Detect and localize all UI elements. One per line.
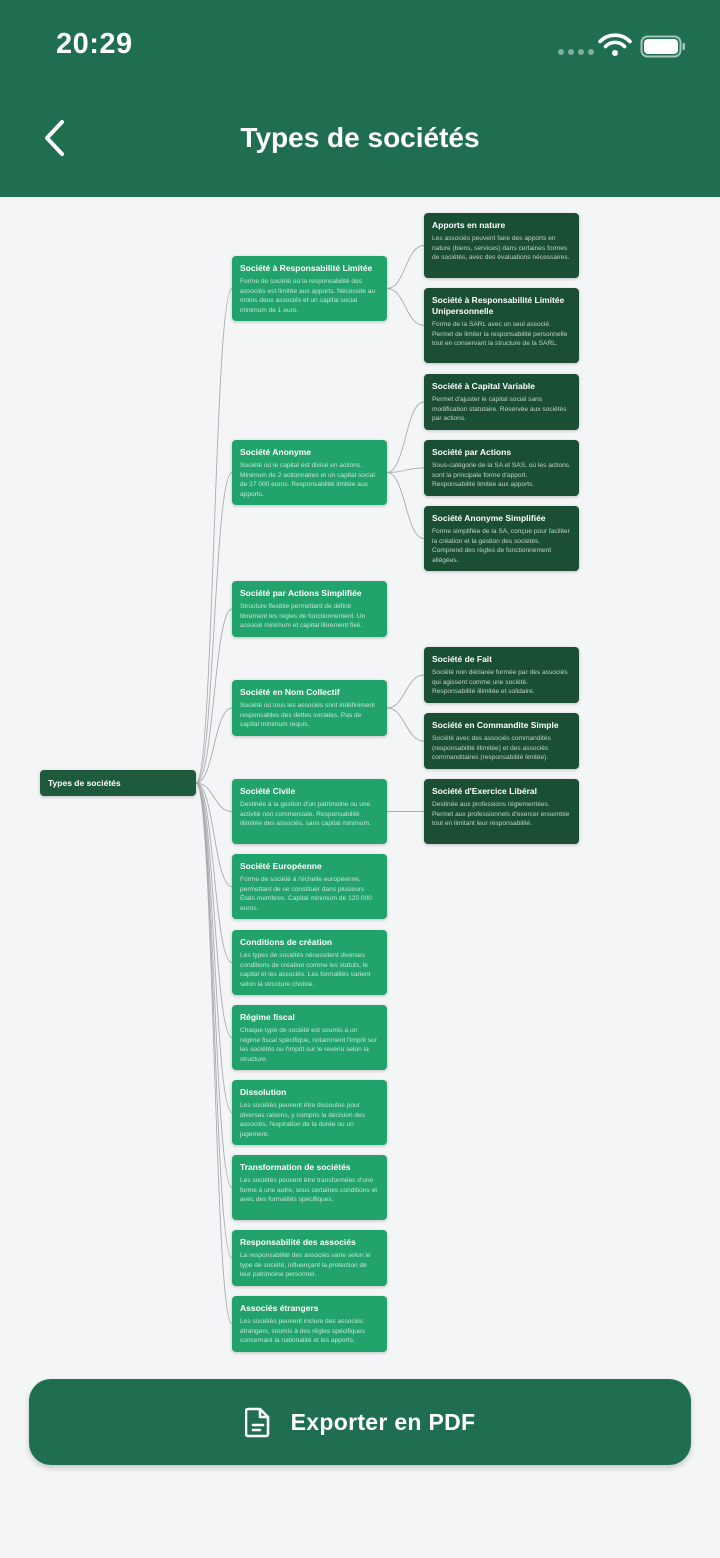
mindmap-subnode[interactable]: Apports en nature Les associés peuvent f… [424,213,579,278]
node-description: Forme de la SARL avec un seul associé. P… [432,321,568,348]
node-title: Société Anonyme Simplifiée [432,513,546,523]
node-title: Société Civile [240,786,296,796]
battery-icon [640,35,685,58]
node-title: Types de sociétés [48,777,121,788]
wifi-icon [598,33,632,56]
node-description: Permet d'ajuster le capital social sans … [432,396,567,423]
mindmap-node[interactable]: Dissolution Les sociétés peuvent être di… [232,1080,387,1145]
node-title: Dissolution [240,1087,287,1097]
node-title: Société à Responsabilité Limitée Unipers… [432,295,565,316]
node-description: Chaque type de société est soumis à un r… [240,1027,377,1063]
connector-line [195,782,233,812]
node-title: Société par Actions Simplifiée [240,588,362,598]
connector-line [195,782,233,1259]
node-title: Associés étrangers [240,1303,319,1313]
connector-line [195,288,233,784]
node-title: Conditions de création [240,937,333,947]
connector-line [195,707,233,784]
node-description: Société non déclarée formée par des asso… [432,669,568,696]
node-title: Société à Capital Variable [432,381,535,391]
mindmap-node[interactable]: Responsabilité des associés La responsab… [232,1230,387,1286]
mindmap-node[interactable]: Société Européenne Forme de société à l'… [232,854,387,919]
node-description: La responsabilité des associés varie sel… [240,1252,371,1279]
mindmap-node[interactable]: Société en Nom Collectif Société où tous… [232,680,387,736]
connector-line [195,782,233,963]
connector-line [386,245,425,289]
connector-line [386,472,425,539]
connector-line [386,467,425,473]
node-description: Société avec des associés commandités (r… [432,735,551,762]
mindmap-node[interactable]: Conditions de création Les types de soci… [232,930,387,995]
export-button-label: Exporter en PDF [290,1408,476,1435]
node-description: Les sociétés peuvent être transformées d… [240,1177,378,1204]
node-description: Destinée à la gestion d'un patrimoine ou… [240,801,371,828]
node-description: Forme de société où la responsabilité de… [240,278,376,314]
node-description: Destinée aux professions réglementées. P… [432,801,570,828]
mindmap-subnode[interactable]: Société en Commandite Simple Société ave… [424,713,579,769]
node-description: Société où le capital est divisé en acti… [240,462,375,498]
mindmap-subnode[interactable]: Société par Actions Sous-catégorie de la… [424,440,579,496]
app-header: 20:29 Types de sociétés [0,0,720,197]
node-title: Société en Commandite Simple [432,720,559,730]
mindmap-node[interactable]: Société Civile Destinée à la gestion d'u… [232,779,387,844]
chevron-left-icon [45,120,64,156]
mindmap-subnode[interactable]: Société de Fait Société non déclarée for… [424,647,579,703]
status-time: 20:29 [56,28,133,60]
node-description: Les sociétés peuvent inclure des associé… [240,1318,365,1345]
mindmap-node[interactable]: Régime fiscal Chaque type de société est… [232,1005,387,1070]
node-description: Forme simplifiée de la SA, conçue pour f… [432,528,570,564]
connector-line [386,288,425,326]
cellular-signal-icon [558,49,594,55]
node-title: Société d'Exercice Libéral [432,786,538,796]
node-description: Société où tous les associés sont indéfi… [240,702,375,729]
mindmap-subnode[interactable]: Société d'Exercice Libéral Destinée aux … [424,779,579,844]
mindmap-connectors [195,245,425,1325]
document-icon [244,1407,269,1438]
node-title: Société à Responsabilité Limitée [240,263,373,273]
connector-line [386,401,425,473]
connector-line [195,782,233,1038]
node-description: Les sociétés peuvent être dissoutes pour… [240,1102,365,1138]
node-title: Société Européenne [240,861,322,871]
node-description: Les types de sociétés nécessitent divers… [240,952,371,988]
back-button[interactable] [30,112,78,164]
connector-line [195,782,233,1188]
page-title: Types de sociétés [240,122,480,153]
mindmap-subnode[interactable]: Société Anonyme Simplifiée Forme simplif… [424,506,579,571]
mindmap-subnode[interactable]: Société à Responsabilité Limitée Unipers… [424,288,579,363]
node-description: Forme de société à l'échelle européenne,… [240,876,372,912]
connector-line [195,782,233,1113]
node-title: Société de Fait [432,654,492,664]
mindmap-node[interactable]: Associés étrangers Les sociétés peuvent … [232,1296,387,1352]
node-description: Structure flexible permettant de définir… [240,603,366,630]
mindmap-canvas[interactable]: Types de sociétés Société à Responsabili… [0,197,720,1367]
node-title: Responsabilité des associés [240,1237,356,1247]
node-title: Société en Nom Collectif [240,687,340,697]
node-title: Société par Actions [432,447,512,457]
node-title: Apports en nature [432,220,506,230]
export-pdf-button[interactable]: Exporter en PDF [29,1379,691,1465]
mindmap-node[interactable]: Société à Responsabilité Limitée Forme d… [232,256,387,321]
node-title: Société Anonyme [240,447,312,457]
node-description: Sous-catégorie de la SA et SAS, où les a… [432,462,570,489]
node-title: Régime fiscal [240,1012,295,1022]
connector-line [195,608,233,784]
mindmap-node[interactable]: Transformation de sociétés Les sociétés … [232,1155,387,1220]
connector-line [195,782,233,1325]
connector-line [195,472,233,784]
mindmap-node[interactable]: Société par Actions Simplifiée Structure… [232,581,387,637]
mindmap-subnode[interactable]: Société à Capital Variable Permet d'ajus… [424,374,579,430]
connector-line [195,782,233,887]
mindmap-root-node[interactable]: Types de sociétés [40,770,196,796]
connector-line [386,674,425,709]
node-title: Transformation de sociétés [240,1162,351,1172]
connector-line [386,707,425,742]
mindmap-node[interactable]: Société Anonyme Société où le capital es… [232,440,387,505]
node-description: Les associés peuvent faire des apports e… [432,235,570,262]
